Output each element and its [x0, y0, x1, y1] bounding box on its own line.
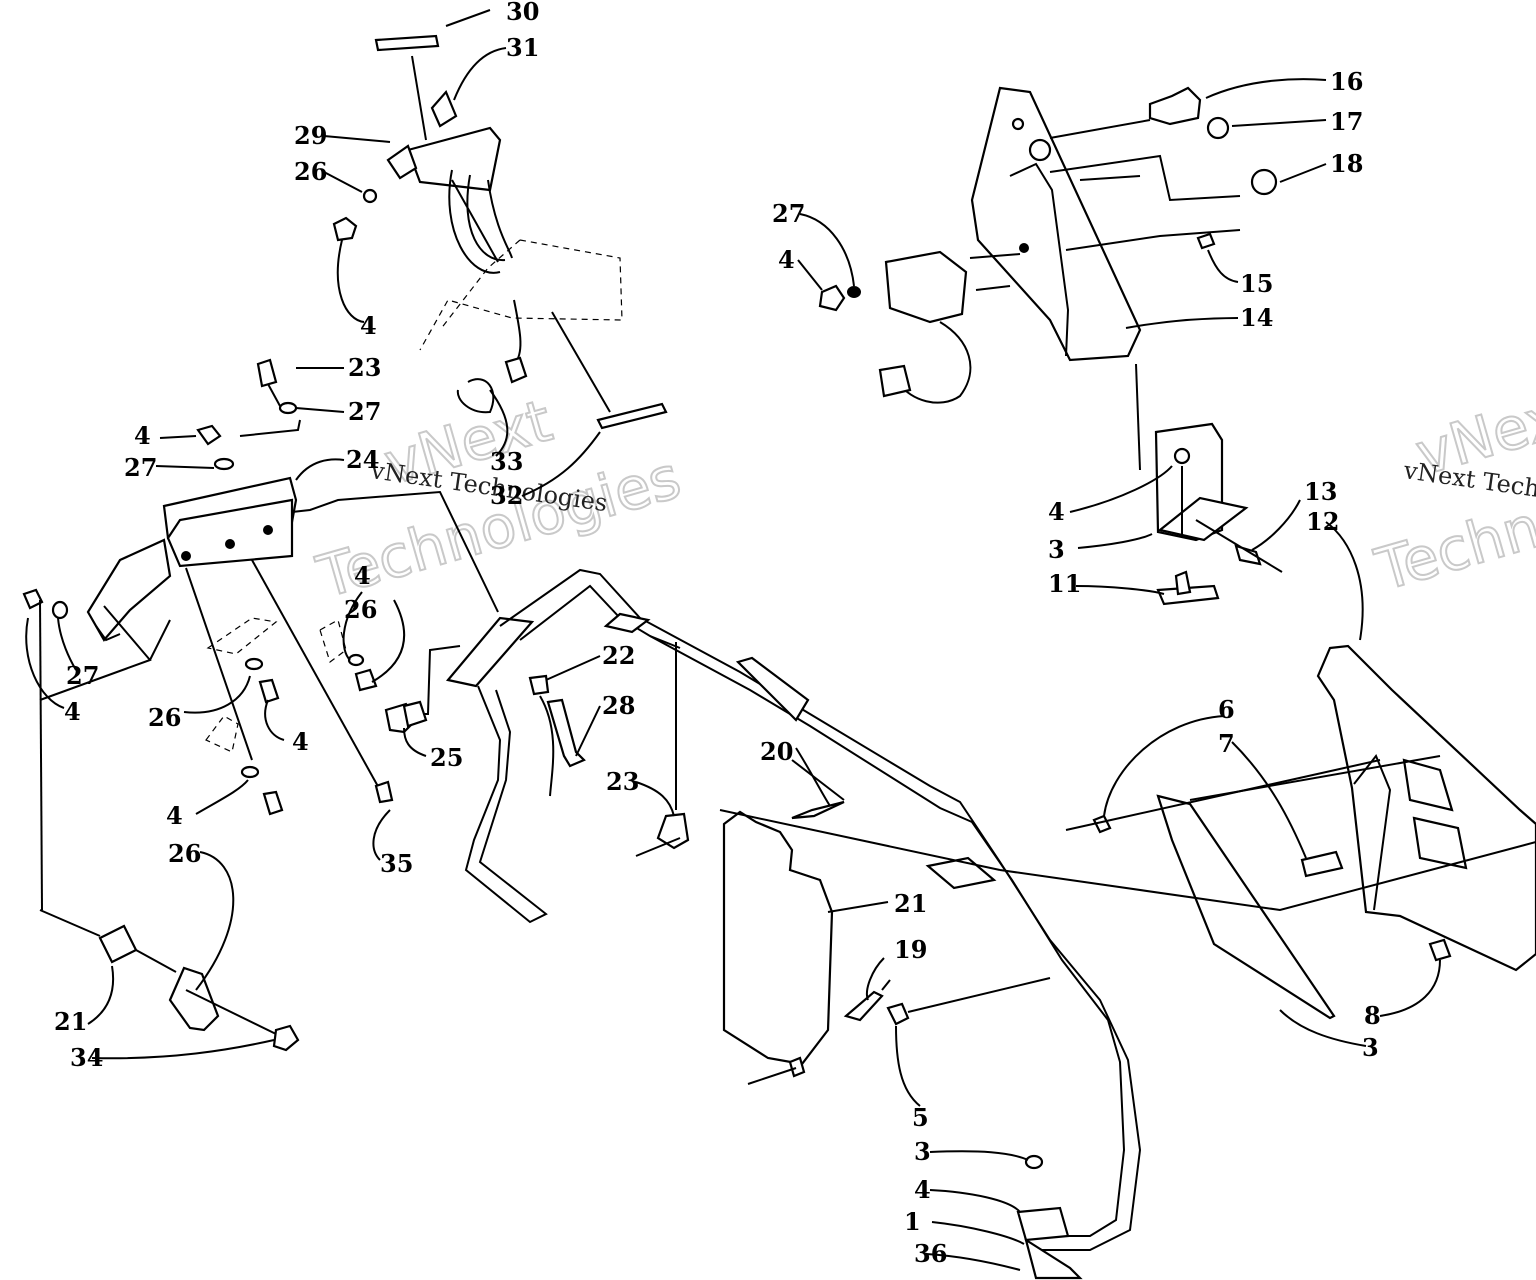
- callout-1: 4: [914, 1175, 931, 1204]
- callout-15: 15: [1240, 269, 1273, 298]
- ignition-module-assembly: [332, 34, 668, 430]
- callout-27: 27: [66, 661, 99, 690]
- callout-28: 22: [602, 641, 635, 670]
- callout-13: 11: [1048, 569, 1081, 598]
- callout-4: 4: [354, 561, 371, 590]
- callout-25: 35: [380, 849, 413, 878]
- callout-29: 29: [294, 121, 327, 150]
- center-components: [402, 674, 1051, 1085]
- callout-4: 4: [64, 697, 81, 726]
- callout-7: 6: [1218, 695, 1235, 724]
- callout-26: 26: [294, 157, 327, 186]
- callout-2: 36: [914, 1239, 947, 1268]
- regulator-bracket-assembly: [818, 86, 1283, 606]
- callout-27: 27: [772, 199, 805, 228]
- callout-18: 18: [1330, 149, 1363, 178]
- steering-tube: [445, 568, 1142, 1280]
- callout-11: 3: [1048, 535, 1065, 564]
- callout-6: 12: [1306, 507, 1339, 536]
- callout-23: 28: [602, 691, 635, 720]
- callout-17: 17: [1330, 107, 1363, 136]
- callout-4: 4: [778, 245, 795, 274]
- callout-3: 4: [1048, 497, 1065, 526]
- callout-21: 20: [760, 737, 793, 766]
- callout-32: 32: [490, 481, 523, 510]
- callout-labels: 30 31 29 26 4 23 27 4 27 24 33 32 4 27 4…: [54, 0, 1381, 1268]
- callout-26: 4: [166, 801, 183, 830]
- callout-23: 23: [348, 353, 381, 382]
- callout-34: 21: [54, 1007, 87, 1036]
- solenoid-assembly: [98, 924, 300, 1052]
- side-panel-assembly: [999, 644, 1536, 1020]
- callout-31: 31: [506, 33, 539, 62]
- callout-12: 13: [1304, 477, 1337, 506]
- callout-26: 26: [148, 703, 181, 732]
- callout-33: 33: [490, 447, 523, 476]
- callout-35: 26: [168, 839, 201, 868]
- callout-26: 26: [344, 595, 377, 624]
- callout-20: 23: [606, 767, 639, 796]
- callout-3: 5: [912, 1103, 929, 1132]
- callout-4: 34: [70, 1043, 103, 1072]
- mounting-bracket-assembly: [22, 358, 499, 937]
- callout-4: 4: [134, 421, 151, 450]
- callout-8: 7: [1218, 729, 1235, 758]
- callout-16: 16: [1330, 67, 1363, 96]
- callout-19: 21: [894, 889, 927, 918]
- callout-27: 27: [124, 453, 157, 482]
- callout-4: 4: [292, 727, 309, 756]
- callout-leaders: [25, 9, 1441, 1271]
- callout-4: 3: [914, 1137, 931, 1166]
- callout-22: 25: [430, 743, 463, 772]
- callout-14: 14: [1240, 303, 1273, 332]
- callout-21: 19: [894, 935, 927, 964]
- callout-5: 3: [1362, 1033, 1379, 1062]
- callout-36: 1: [904, 1207, 921, 1236]
- callout-27: 27: [348, 397, 381, 426]
- callout-24: 24: [346, 445, 379, 474]
- callout-3: 8: [1364, 1001, 1381, 1030]
- callout-4: 4: [360, 311, 377, 340]
- callout-30: 30: [506, 0, 539, 26]
